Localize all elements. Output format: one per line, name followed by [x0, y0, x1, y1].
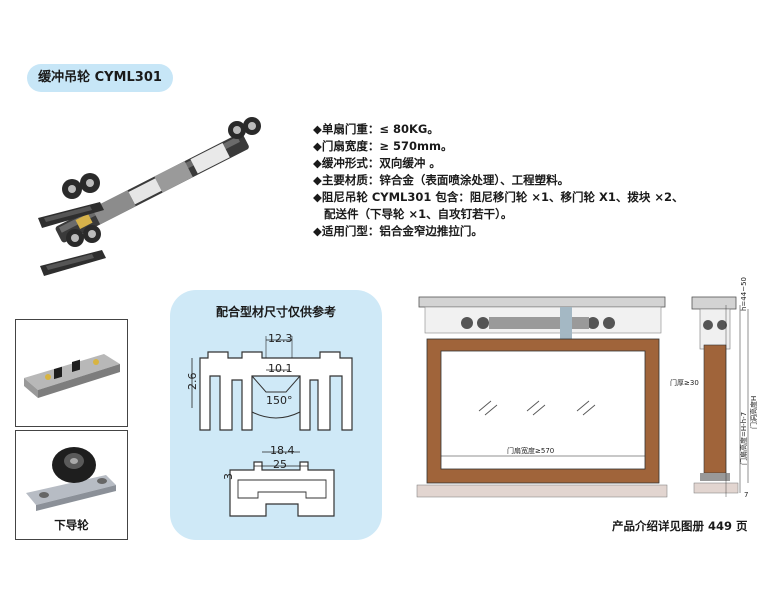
door-width-label: 门扇宽度≥570	[507, 446, 554, 455]
spec-contents: ◆阻尼吊轮 CYML301 包含：阻尼移门轮 ×1、移门轮 X1、拨块 ×2、	[313, 190, 684, 204]
install-side-view: 门厚≥30 h=44~50 门扇高度=H-h-7 门洞高度H 7	[670, 277, 758, 499]
profile-drawing: 12.3 10.1 2.6 150° 18.4 25 3	[186, 332, 353, 517]
guide-wheel-image	[26, 447, 116, 511]
dim-mid: 10.1	[268, 362, 293, 375]
dim-height: 2.6	[186, 373, 199, 391]
spec-material: ◆主要材质：锌合金（表面喷涂处理）、工程塑料。	[313, 173, 570, 187]
spec-weight: ◆单扇门重：≤ 80KG。	[313, 122, 439, 136]
spec-contents-cont: 配送件（下导轮 ×1、自攻钉若干）。	[324, 207, 513, 221]
spec-list: ◆单扇门重：≤ 80KG。 ◆门扇宽度：≥ 570mm。 ◆缓冲形式：双向缓冲 …	[313, 121, 733, 240]
spec-door-type: ◆适用门型：铝合金窄边推拉门。	[313, 224, 483, 238]
product-title: 缓冲吊轮 CYML301	[27, 64, 173, 92]
dim-side: 3	[222, 473, 235, 480]
accessory-frame-guide	[15, 430, 128, 540]
spec-buffer: ◆缓冲形式：双向缓冲 。	[313, 156, 441, 170]
dim-angle: 150°	[266, 394, 293, 407]
dim-top: 12.3	[268, 332, 293, 345]
door-thickness-label: 门厚≥30	[670, 378, 699, 387]
profile-panel-title: 配合型材尺寸仅供参考	[215, 305, 336, 319]
accessory-frame-block	[15, 319, 128, 427]
install-front-view: 门扇宽度≥570	[416, 296, 668, 498]
dim-inner: 18.4	[270, 444, 295, 457]
dim-outer: 25	[273, 458, 287, 471]
damper-rail-photo	[38, 117, 261, 276]
spec-width: ◆门扇宽度：≥ 570mm。	[313, 139, 453, 153]
gap-label: 7	[744, 491, 748, 499]
accessory-label-guide: 下导轮	[54, 518, 89, 532]
door-height-label: 门扇高度=H-h-7	[739, 412, 748, 465]
opening-height-label: 门洞高度H	[749, 396, 758, 429]
catalog-reference: 产品介绍详见图册 449 页	[612, 519, 748, 533]
h-label: h=44~50	[740, 277, 748, 311]
stopper-block-image	[24, 354, 120, 398]
